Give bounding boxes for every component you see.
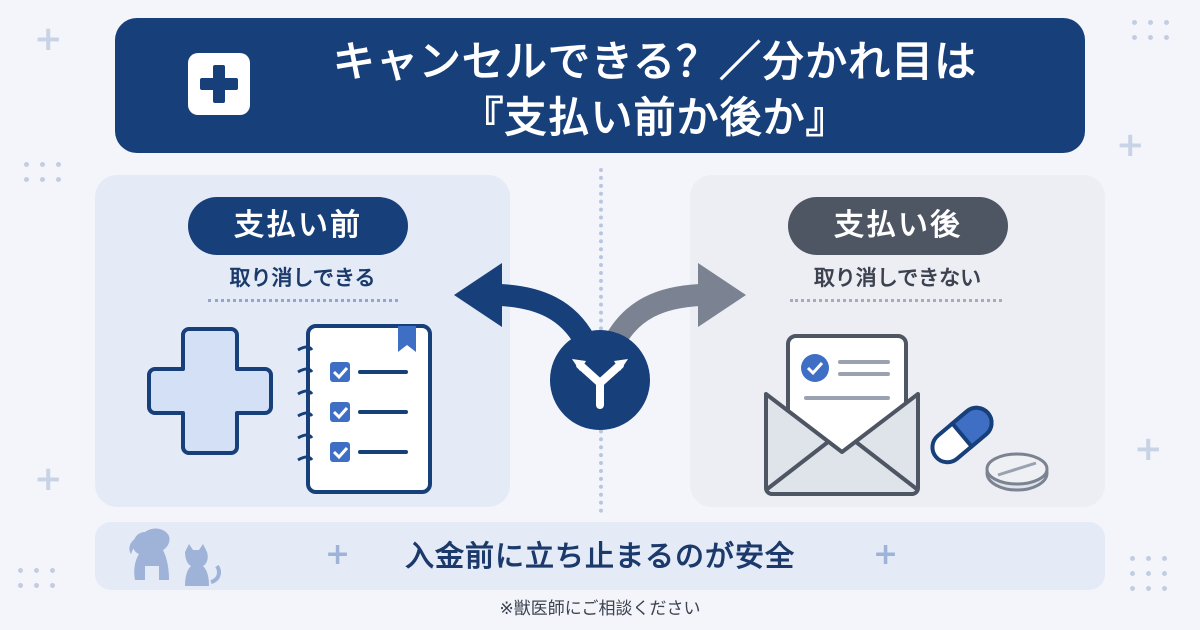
decor-plus-icon: + bbox=[34, 19, 63, 59]
envelope-document-icon bbox=[764, 334, 920, 496]
dog-cat-silhouette-icon bbox=[129, 528, 221, 586]
decor-dots bbox=[1130, 556, 1168, 591]
title-line-1: キャンセルできる？／分かれ目は bbox=[332, 37, 978, 86]
tablet-icon bbox=[985, 452, 1049, 492]
page-title: キャンセルできる？／分かれ目は 『支払い前か後か』 bbox=[265, 34, 1045, 146]
after-payment-badge: 支払い後 bbox=[788, 197, 1008, 255]
decor-plus-icon: + bbox=[1134, 429, 1163, 469]
dotted-underline bbox=[790, 299, 1002, 302]
pill-capsule-icon bbox=[930, 405, 994, 465]
decor-plus-icon: + bbox=[34, 459, 63, 499]
title-line-2: 『支払い前か後か』 bbox=[461, 93, 849, 142]
before-payment-badge: 支払い前 bbox=[188, 197, 408, 255]
decor-dots bbox=[24, 162, 62, 182]
header-banner: キャンセルできる？／分かれ目は 『支払い前か後か』 bbox=[115, 18, 1085, 153]
fork-arrow-icon bbox=[454, 263, 746, 430]
not-cancellable-label: 取り消しできない bbox=[813, 266, 982, 290]
cancellable-label: 取り消しできる bbox=[229, 266, 376, 290]
before-payment-panel: 支払い前 取り消しできる bbox=[95, 175, 510, 507]
decor-plus-icon: + bbox=[873, 537, 899, 572]
decor-plus-icon: + bbox=[325, 537, 351, 572]
after-payment-panel: 支払い後 取り消しできない bbox=[690, 175, 1105, 507]
medical-cross-icon bbox=[147, 327, 273, 455]
decor-dots bbox=[1132, 20, 1170, 40]
medical-cross-icon bbox=[188, 53, 250, 115]
decor-plus-icon: + bbox=[1116, 125, 1145, 165]
bottom-message-bar: + 入金前に立ち止まるのが安全 + bbox=[95, 522, 1105, 590]
decor-dots bbox=[18, 568, 56, 588]
checklist-notebook-icon bbox=[297, 324, 432, 494]
footnote: ※獣医師にご相談ください bbox=[499, 599, 701, 619]
dotted-underline bbox=[208, 299, 398, 302]
safety-message: 入金前に立ち止まるのが安全 bbox=[404, 539, 795, 573]
